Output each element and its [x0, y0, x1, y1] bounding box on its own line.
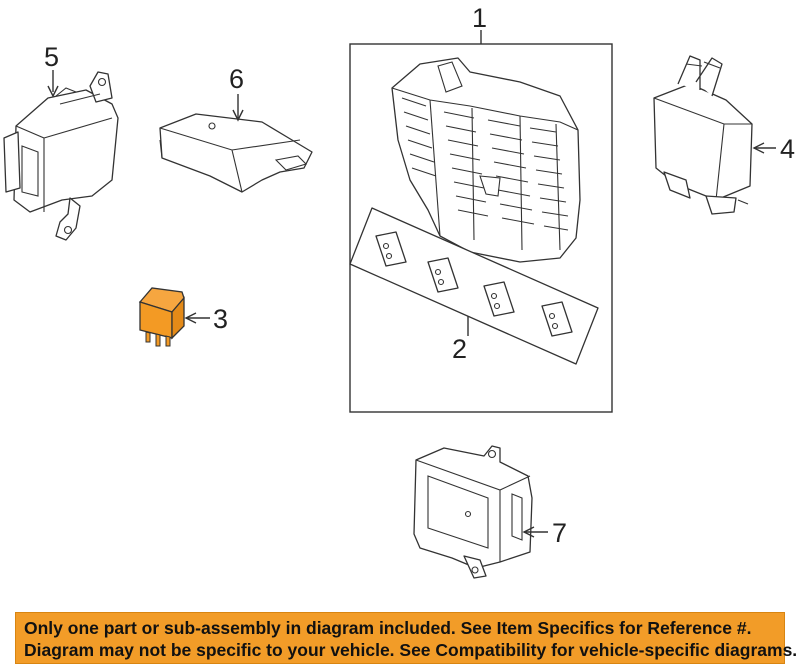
relay-side: [171, 296, 185, 340]
callout-6: 6: [229, 64, 244, 94]
disclaimer-line-1: Only one part or sub-assembly in diagram…: [24, 618, 752, 638]
disclaimer-line-2: Diagram may not be specific to your vehi…: [24, 640, 798, 660]
relay-socket-a: [375, 231, 407, 267]
part-3-relay: 3: [138, 287, 228, 347]
parts-diagram: 1 2 5 6 3: [3, 3, 795, 579]
relay-socket-d: [541, 301, 573, 337]
callout-5: 5: [44, 42, 59, 72]
part-5-module: 5: [3, 42, 119, 241]
callout-4: 4: [780, 134, 795, 164]
part-7-module: 7: [413, 445, 567, 579]
callout-2: 2: [452, 334, 467, 364]
part-6-module: 6: [159, 64, 313, 193]
callout-3: 3: [213, 304, 228, 334]
disclaimer-banner: Only one part or sub-assembly in diagram…: [15, 612, 798, 664]
part-1-fuse-box-group: 1 2: [349, 3, 613, 413]
relay-socket-c: [483, 281, 515, 317]
callout-7: 7: [552, 518, 567, 548]
part-2-relay-plate: [349, 207, 599, 365]
part-1-fuse-box: [391, 57, 581, 263]
callout-1: 1: [472, 3, 487, 33]
part-4-module: 4: [653, 55, 795, 215]
relay-socket-b: [427, 257, 459, 293]
